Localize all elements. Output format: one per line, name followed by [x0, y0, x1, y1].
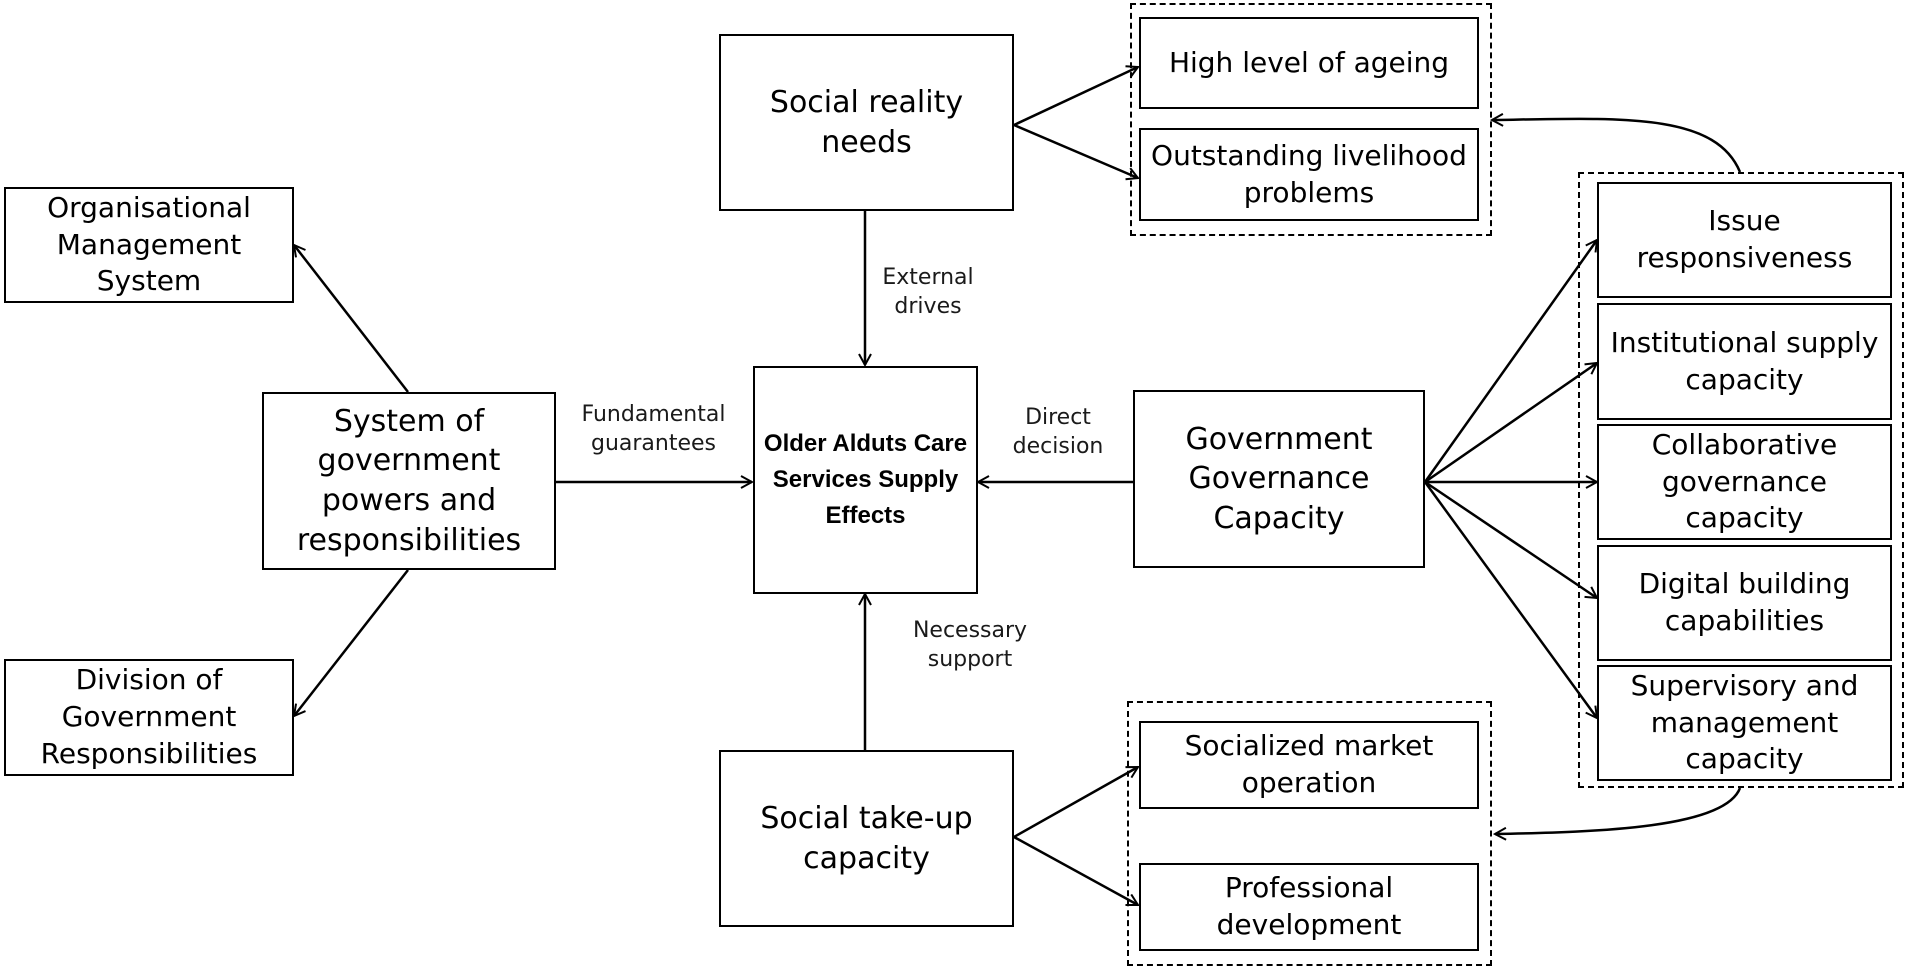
issue-responsiveness-label: Issue responsiveness: [1636, 204, 1853, 274]
node-professional-development: Professional development: [1139, 863, 1479, 951]
digital-building-label: Digital building capabilities: [1638, 567, 1851, 637]
node-government-governance-capacity: Government Governance Capacity: [1133, 390, 1425, 568]
center-node-label: Older Alduts Care Services Supply Effect…: [763, 430, 968, 529]
institutional-supply-label: Institutional supply capacity: [1610, 325, 1879, 396]
node-supervisory-management: Supervisory and management capacity: [1597, 665, 1892, 781]
edge-label-fundamental-guarantees: Fundamental guarantees: [581, 402, 726, 456]
division-responsibilities-label: Division of Government Responsibilities: [40, 663, 258, 770]
arrow-gov-to-supervisory: [1423, 481, 1597, 718]
node-social-takeup-capacity: Social take-up capacity: [719, 750, 1014, 927]
node-organisational-management: Organisational Management System: [4, 187, 294, 303]
edge-label-necessary-support: Necessary support: [912, 618, 1028, 672]
social-needs-group: [1130, 3, 1492, 236]
arrow-gov-to-digital: [1424, 480, 1597, 598]
supervisory-management-label: Supervisory and management capacity: [1630, 668, 1859, 776]
edge-label-external-drives: External drives: [882, 265, 974, 319]
node-issue-responsiveness: Issue responsiveness: [1597, 182, 1892, 298]
arrow-needs-to-livelihood: [1013, 123, 1138, 178]
organisational-management-label: Organisational Management System: [47, 190, 251, 298]
arrow-gov-to-issue: [1423, 240, 1597, 483]
node-socialized-market: Socialized market operation: [1139, 721, 1479, 809]
edge-label-direct-decision: Direct decision: [1012, 405, 1104, 459]
node-social-reality-needs: Social reality needs: [719, 34, 1014, 211]
arrow-needs-to-ageing: [1013, 67, 1138, 127]
node-high-level-ageing: High level of ageing: [1139, 17, 1479, 109]
node-institutional-supply: Institutional supply capacity: [1597, 303, 1892, 420]
arrow-takeup-to-professional: [1013, 835, 1138, 907]
socialized-market-label: Socialized market operation: [1184, 729, 1434, 799]
node-digital-building: Digital building capabilities: [1597, 545, 1892, 661]
node-division-responsibilities: Division of Government Responsibilities: [4, 659, 294, 776]
social-takeup-group: [1127, 701, 1492, 966]
node-system-powers: System of government powers and responsi…: [262, 392, 556, 570]
livelihood-problems-label: Outstanding livelihood problems: [1151, 138, 1467, 209]
high-level-ageing-label: High level of ageing: [1168, 45, 1450, 79]
arrow-system-to-division: [294, 569, 409, 716]
governance-capabilities-group: [1578, 172, 1904, 788]
professional-development-label: Professional development: [1216, 871, 1402, 941]
arrow-capabilities-to-needs-group: [1492, 119, 1742, 173]
arrow-capabilities-to-takeup-group: [1495, 787, 1742, 834]
social-reality-needs-label: Social reality needs: [769, 84, 964, 160]
collaborative-governance-label: Collaborative governance capacity: [1651, 427, 1838, 535]
arrow-system-to-org: [294, 245, 409, 393]
center-node-supply-effects: Older Alduts Care Services Supply Effect…: [753, 366, 978, 594]
node-collaborative-governance: Collaborative governance capacity: [1597, 424, 1892, 540]
arrow-takeup-to-market: [1013, 765, 1138, 839]
social-takeup-capacity-label: Social take-up capacity: [760, 800, 973, 876]
system-powers-label: System of government powers and responsi…: [296, 403, 522, 558]
government-governance-capacity-label: Government Governance Capacity: [1185, 421, 1373, 536]
arrow-gov-to-institutional: [1424, 363, 1597, 484]
node-livelihood-problems: Outstanding livelihood problems: [1139, 128, 1479, 221]
